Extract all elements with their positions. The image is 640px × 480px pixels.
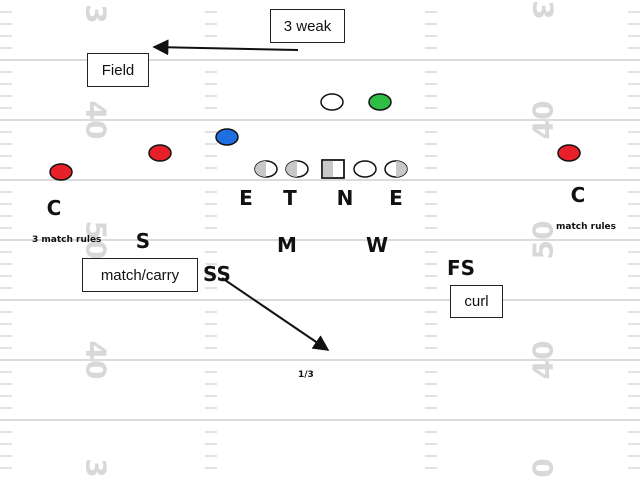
lineman-right-tackle-shade — [396, 161, 407, 177]
match-rules-left-label: 3 match rules — [32, 235, 101, 245]
field-arrow — [152, 39, 299, 56]
lineman-left-tackle-shade — [255, 161, 266, 177]
receiver-red-wide-right — [557, 144, 581, 162]
yard-number-middle-left: 50 — [80, 221, 113, 260]
defender-sam: S — [136, 229, 150, 253]
yard-number-bottom-right: 0 — [527, 458, 560, 477]
back-white — [320, 93, 344, 111]
yard-number-bottom-left: 3 — [80, 458, 113, 477]
defender-end-right: E — [389, 186, 403, 210]
ss-route-arrow — [221, 277, 330, 351]
yard-number-lower-left: 40 — [80, 341, 113, 380]
receiver-blue — [215, 128, 239, 146]
offense-receivers — [49, 93, 581, 181]
center-square-outline — [321, 159, 345, 179]
match-rules-right-label: match rules — [556, 222, 616, 232]
yard-number-lower-right: 40 — [527, 341, 560, 380]
lineman-right-guard — [353, 160, 377, 178]
yard-number-upper-right: 40 — [527, 101, 560, 140]
defender-mike: M — [277, 233, 297, 257]
deep-third-label: 1/3 — [298, 370, 314, 380]
yard-number-top-right: 3 — [527, 0, 560, 19]
yard-number-upper-left: 40 — [80, 101, 113, 140]
center-square-shade — [322, 160, 333, 178]
defender-corner-right: C — [571, 183, 586, 207]
receiver-red-slot-left — [148, 144, 172, 162]
match-carry-box: match/carry — [82, 258, 198, 292]
hash-marks — [0, 11, 640, 469]
back-green — [368, 93, 392, 111]
curl-box: curl — [450, 285, 503, 318]
defender-will: W — [366, 233, 388, 257]
field-box: Field — [87, 53, 149, 87]
yard-number-top-left: 3 — [80, 4, 113, 23]
defender-end-left: E — [239, 186, 253, 210]
three-weak-box: 3 weak — [270, 9, 345, 43]
yard-number-middle-right: 50 — [527, 221, 560, 260]
offensive-line — [254, 159, 408, 179]
defender-free-safety: FS — [447, 256, 475, 280]
defender-nose: N — [337, 186, 354, 210]
defender-tackle: T — [283, 186, 297, 210]
defense: C C E T N E M W S SS FS — [47, 183, 586, 286]
defender-strong-safety: SS — [203, 262, 231, 286]
yard-lines — [0, 59, 640, 421]
defender-corner-left: C — [47, 196, 62, 220]
yard-numbers: 3 3 40 40 50 50 40 40 3 0 — [80, 0, 560, 477]
lineman-left-guard-shade — [286, 161, 297, 177]
receiver-red-wide-left — [49, 163, 73, 181]
